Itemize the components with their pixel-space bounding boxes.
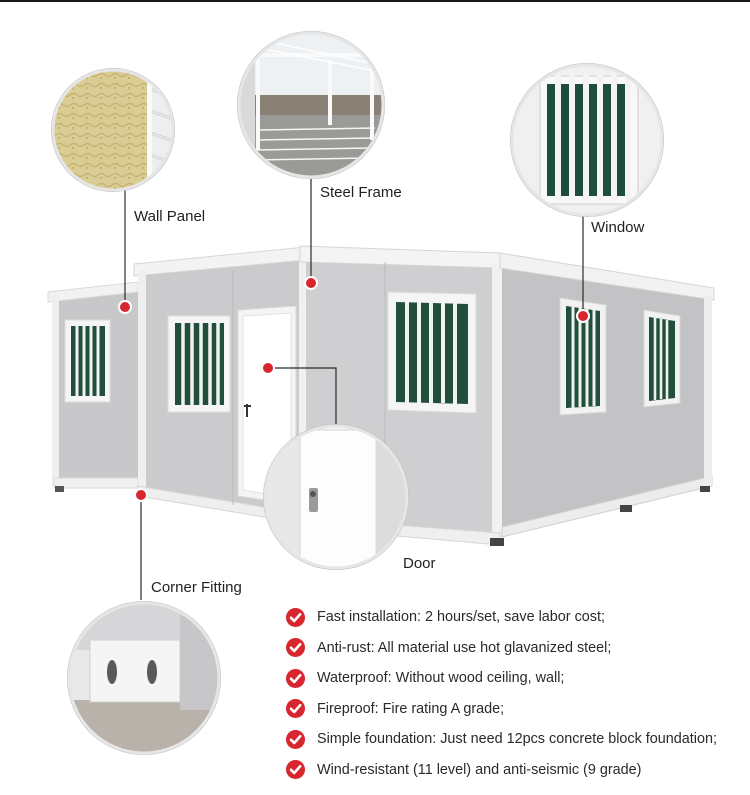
wall-panel-label: Wall Panel (134, 208, 206, 225)
red-dot-icon (134, 488, 148, 502)
check-circle-icon (286, 729, 305, 749)
corner-fitting-label: Corner Fitting (151, 579, 242, 596)
feature-item: Simple foundation: Just need 12pcs concr… (286, 724, 746, 755)
window-center (167, 315, 231, 413)
window-side-2 (643, 309, 681, 408)
feature-text: Simple foundation: Just need 12pcs concr… (317, 731, 718, 748)
door-label: Door (403, 555, 436, 572)
red-dot-icon (261, 361, 275, 375)
window-left (64, 319, 111, 403)
check-circle-icon (286, 607, 305, 627)
feature-text: Waterproof: Without wood ceiling, wall; (317, 670, 565, 687)
window-side-1 (559, 297, 607, 416)
check-circle-icon (286, 638, 305, 658)
feature-item: Fast installation: 2 hours/set, save lab… (286, 602, 746, 633)
feature-item: Fireproof: Fire rating A grade; (286, 694, 746, 725)
red-dot-icon (576, 309, 590, 323)
window-detail-image (510, 63, 664, 217)
window-front (387, 291, 477, 414)
corner-fitting-detail-image (67, 601, 221, 755)
feature-text: Anti-rust: All material use hot glavaniz… (317, 639, 612, 656)
container-house-illustration (47, 31, 715, 600)
feature-item: Wind-resistant (11 level) and anti-seism… (286, 755, 746, 786)
feature-list: Fast installation: 2 hours/set, save lab… (286, 602, 746, 785)
check-circle-icon (286, 668, 305, 688)
steel-frame-detail-image (237, 31, 385, 179)
window-label: Window (591, 219, 645, 236)
callout-markers (118, 276, 590, 502)
top-border (0, 0, 750, 2)
feature-text: Fast installation: 2 hours/set, save lab… (317, 609, 605, 626)
callout-lines (124, 177, 584, 600)
wall-panel-detail-image (51, 68, 175, 192)
red-dot-icon (118, 300, 132, 314)
feature-text: Wind-resistant (11 level) and anti-seism… (317, 761, 642, 778)
feature-text: Fireproof: Fire rating A grade; (317, 700, 505, 717)
steel-frame-label: Steel Frame (320, 184, 402, 201)
check-circle-icon (286, 699, 305, 719)
check-circle-icon (286, 760, 305, 780)
red-dot-icon (304, 276, 318, 290)
feature-item: Waterproof: Without wood ceiling, wall; (286, 663, 746, 694)
feature-item: Anti-rust: All material use hot glavaniz… (286, 633, 746, 664)
